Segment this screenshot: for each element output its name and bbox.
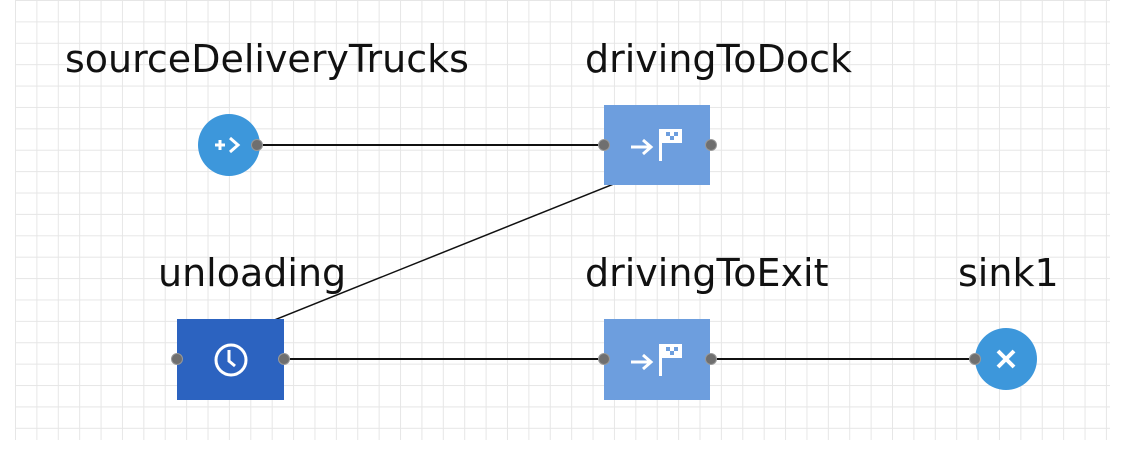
source-label: sourceDeliveryTrucks xyxy=(65,37,469,81)
clock-icon xyxy=(214,343,247,376)
sink-x-icon xyxy=(996,349,1016,369)
sink-block[interactable] xyxy=(975,328,1037,390)
drivingToExit-block[interactable] xyxy=(604,319,710,400)
unloading-out-port[interactable] xyxy=(278,353,290,365)
unloading-label: unloading xyxy=(158,251,347,295)
drivingToDock-label: drivingToDock xyxy=(585,37,852,81)
sink-in-port[interactable] xyxy=(969,353,981,365)
drivingToExit-out-port[interactable] xyxy=(705,353,717,365)
source-icon xyxy=(215,136,241,154)
drivingToDock-in-port[interactable] xyxy=(598,139,610,151)
drivingToExit-label: drivingToExit xyxy=(585,251,829,295)
unloading-in-port[interactable] xyxy=(171,353,183,365)
drivingToDock-out-port[interactable] xyxy=(705,139,717,151)
move-to-flag-icon xyxy=(631,343,682,376)
source-out-port[interactable] xyxy=(251,139,263,151)
unloading-block[interactable] xyxy=(177,319,284,400)
drivingToExit-in-port[interactable] xyxy=(598,353,610,365)
source-block[interactable] xyxy=(198,114,260,176)
move-to-flag-icon xyxy=(631,129,682,161)
sink-label: sink1 xyxy=(958,251,1059,295)
drivingToDock-block[interactable] xyxy=(604,105,710,185)
